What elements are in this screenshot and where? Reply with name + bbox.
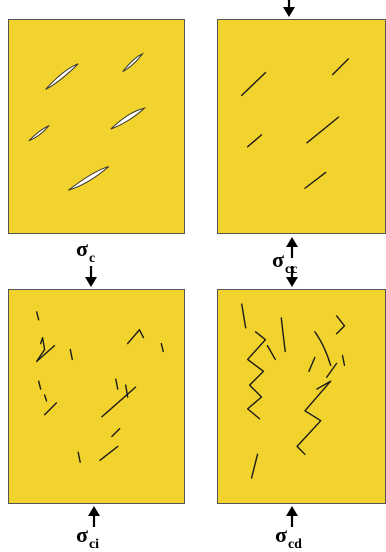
- flaw-ellipse: [28, 124, 51, 142]
- crack-line: [160, 342, 164, 353]
- crack-line: [306, 116, 340, 144]
- crack-line: [266, 344, 277, 361]
- up-arrow-icon: [286, 506, 298, 527]
- crack-line: [241, 303, 247, 329]
- crack-line: [77, 451, 81, 463]
- sigma-symbol: σ: [275, 522, 287, 547]
- crack-line: [246, 331, 267, 420]
- sigma-subscript: cd: [287, 537, 302, 552]
- up-arrow-icon: [88, 506, 100, 527]
- crack-line: [326, 362, 338, 378]
- crack-line: [43, 394, 48, 402]
- crack-line: [304, 171, 327, 189]
- label-sigma-c: σc: [76, 236, 96, 267]
- crack-initiation-drawing: [35, 311, 164, 463]
- flaw-ellipse: [68, 166, 110, 191]
- label-sigma-cc: σcc: [272, 247, 298, 278]
- flaw-ellipse: [110, 107, 147, 130]
- crack-line: [331, 58, 350, 76]
- crack-line: [341, 354, 346, 367]
- crack-line: [126, 329, 145, 345]
- down-arrow-icon: [283, 0, 295, 17]
- down-arrow-icon: [286, 266, 298, 287]
- up-arrow-icon: [286, 237, 298, 258]
- sigma-subscript: ci: [88, 537, 100, 552]
- crack-line: [37, 380, 42, 390]
- flaw-ellipse: [45, 63, 79, 90]
- crack-line: [43, 402, 58, 416]
- crack-line: [241, 71, 267, 97]
- sigma-symbol: σ: [76, 522, 88, 547]
- crack-line: [335, 315, 346, 335]
- crack-line: [101, 386, 137, 418]
- flaw-ellipse: [122, 52, 145, 73]
- crack-line: [35, 311, 40, 321]
- crack-line: [111, 427, 121, 438]
- crack-line: [280, 317, 286, 353]
- crack-damage-drawing: [241, 303, 346, 479]
- panel-initial-flaws: [8, 19, 185, 234]
- sigma-subscript: cc: [284, 262, 298, 277]
- crack-line: [246, 134, 263, 148]
- sigma-symbol: σ: [272, 247, 284, 272]
- label-sigma-cd: σcd: [275, 522, 302, 552]
- crack-line: [250, 453, 259, 479]
- initial-flaws-drawing: [28, 52, 147, 191]
- label-sigma-ci: σci: [76, 522, 100, 552]
- sigma-symbol: σ: [76, 236, 88, 261]
- panel-crack-damage: [217, 289, 386, 504]
- crack-line: [115, 378, 119, 390]
- panel-crack-initiation: [8, 289, 185, 504]
- panel-closed-cracks: [217, 19, 386, 234]
- crack-line: [35, 344, 56, 363]
- sigma-subscript: c: [88, 251, 96, 266]
- crack-line: [99, 445, 119, 461]
- crack-line: [314, 331, 332, 367]
- crack-line: [296, 380, 332, 455]
- down-arrow-icon: [85, 266, 97, 287]
- crack-line: [69, 348, 73, 361]
- closed-cracks-drawing: [241, 58, 350, 189]
- crack-line: [308, 356, 316, 372]
